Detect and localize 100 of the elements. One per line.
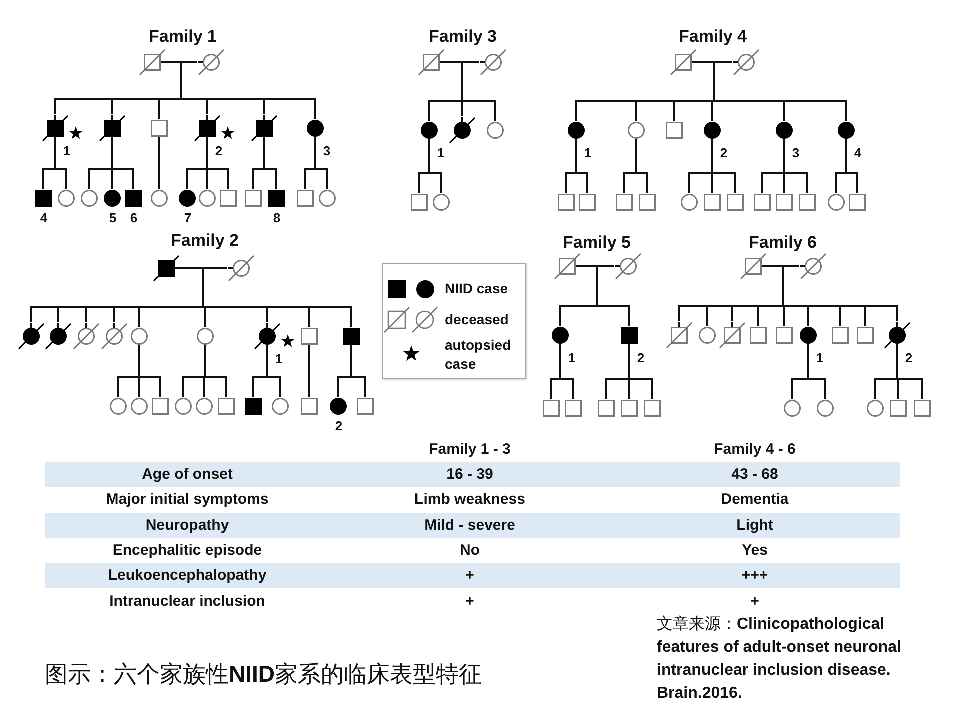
family-title: Family 6	[748, 233, 818, 253]
square-symbol	[150, 120, 168, 136]
square-symbol	[832, 326, 848, 344]
legend-text: NIID case	[445, 280, 510, 298]
family-title: Family 4	[678, 27, 748, 47]
pedigree-line	[806, 174, 808, 194]
pedigree-line	[549, 342, 575, 381]
pedigree-line	[111, 170, 113, 190]
individual-number: 2	[720, 145, 728, 160]
pedigree-line	[605, 380, 607, 400]
square-symbol	[34, 190, 52, 206]
column-heading: Family 4 - 6	[713, 440, 797, 460]
square-symbol	[914, 400, 930, 416]
square-symbol	[776, 194, 792, 210]
table-value: Yes	[741, 540, 769, 561]
pedigree-line	[757, 307, 759, 326]
individual-number: 7	[184, 210, 192, 225]
pedigree-line	[251, 348, 282, 379]
family-title: Family 3	[428, 27, 498, 47]
pedigree-line	[116, 344, 162, 379]
pedigree-line	[628, 307, 630, 326]
pedigree-line	[263, 100, 265, 114]
slashed-circle-symbol	[480, 48, 506, 76]
square-symbol	[638, 194, 656, 210]
pedigree-line	[864, 307, 866, 326]
slashed-square-symbol	[670, 48, 696, 76]
pedigree-line	[181, 344, 228, 379]
pedigree-line	[42, 170, 44, 190]
individual-number: 1	[816, 350, 824, 365]
table-value: +++	[610, 563, 900, 588]
family-title: Family 1	[148, 27, 218, 47]
individual-number: 1	[275, 351, 283, 366]
pedigree-line	[182, 378, 184, 398]
circle-symbol	[272, 398, 288, 414]
individual-number: 1	[437, 145, 445, 160]
pedigree-line	[206, 170, 208, 190]
pedigree-line	[586, 174, 588, 194]
square-symbol	[268, 190, 284, 206]
circle-symbol	[866, 400, 884, 416]
circle-symbol	[196, 398, 212, 414]
pedigree-line	[308, 308, 310, 328]
pedigree-line	[427, 61, 497, 103]
square-symbol	[620, 400, 638, 416]
pedigree-line	[29, 267, 353, 309]
circle-symbol	[432, 194, 450, 210]
square-symbol	[754, 194, 770, 210]
pedigree-line	[835, 174, 837, 194]
pedigree-line	[461, 102, 463, 116]
row-label: Major initial symptoms	[105, 490, 270, 510]
table-value: Mild - severe	[330, 512, 610, 538]
pedigree-line	[206, 100, 208, 114]
circle-symbol	[178, 190, 196, 206]
square-symbol	[558, 194, 574, 210]
pedigree-line	[252, 378, 254, 398]
pedigree-line	[185, 140, 230, 171]
row-label: Neuropathy	[45, 512, 330, 538]
individual-number: 8	[273, 210, 281, 225]
circle-symbol	[552, 326, 568, 344]
row-label: Intranuclear inclusion	[108, 592, 266, 612]
slashed-square-symbol	[718, 322, 746, 348]
table-value: +	[464, 592, 476, 612]
pedigree-line	[711, 102, 713, 122]
table-value: 16 - 39	[330, 462, 610, 487]
pedigree-line	[138, 378, 140, 398]
pedigree-line	[687, 138, 737, 175]
pedigree-line	[251, 140, 278, 171]
circle-symbol	[568, 122, 584, 138]
pedigree-line	[575, 102, 577, 122]
circle-symbol	[698, 326, 716, 344]
slashed-square-symbol	[138, 48, 166, 76]
slashed-circle-symbol	[44, 322, 72, 350]
pedigree-line	[85, 308, 87, 322]
pedigree-line	[807, 307, 809, 326]
circle-symbol	[174, 398, 192, 414]
circle-symbol	[58, 190, 74, 206]
slashed-circle-symbol	[72, 322, 100, 350]
column-heading: Family 1 - 3	[428, 440, 512, 460]
pedigree-line	[834, 138, 859, 175]
pedigree-line	[623, 174, 625, 194]
square-symbol	[356, 398, 374, 414]
square-symbol	[856, 326, 874, 344]
square-symbol	[410, 194, 428, 210]
legend-text: autopsied case	[445, 336, 512, 374]
square-symbol	[296, 190, 314, 206]
square-symbol	[644, 400, 660, 416]
pedigree-line	[417, 138, 443, 175]
circle-symbol	[130, 328, 148, 344]
slashed-square-symbol	[152, 254, 180, 282]
pedigree-line	[314, 100, 316, 120]
pedigree-line	[824, 380, 826, 400]
pedigree-line	[203, 378, 205, 398]
slashed-square-symbol	[98, 114, 126, 142]
pedigree-line	[651, 380, 653, 400]
pedigree-line	[428, 102, 430, 122]
pedigree-line	[113, 308, 115, 322]
slashed-square-symbol	[194, 114, 220, 142]
pedigree-line	[440, 174, 442, 194]
individual-number: 2	[215, 143, 223, 158]
pedigree-line	[337, 378, 339, 398]
circle-symbol	[628, 122, 644, 138]
